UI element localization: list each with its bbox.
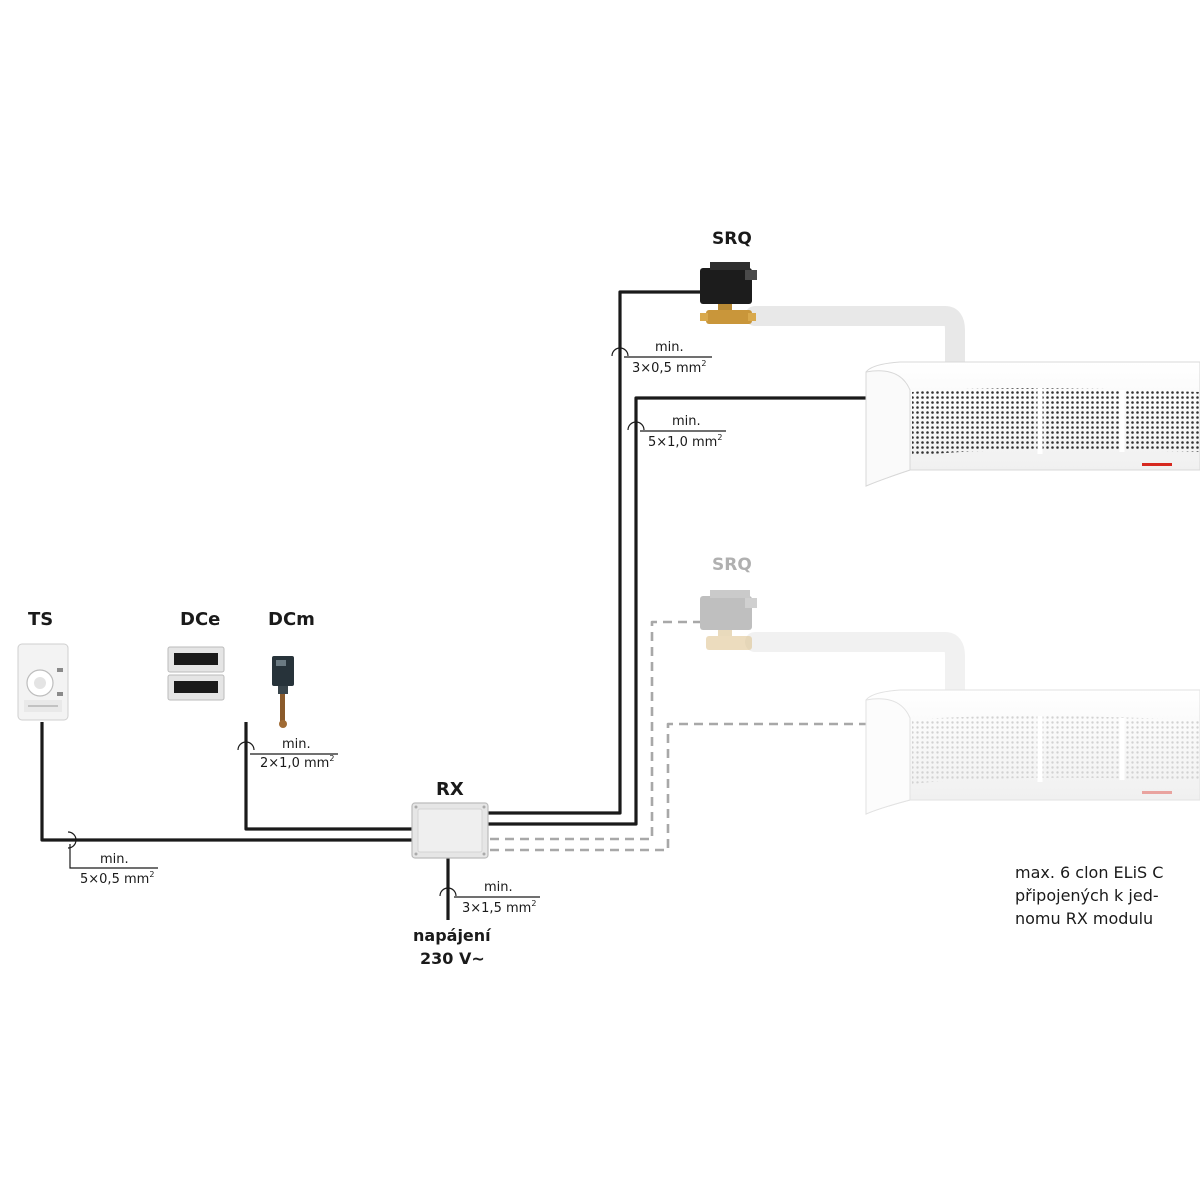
note-line3: nomu RX modulu [1015, 909, 1153, 928]
cable-rx-curtain [488, 396, 866, 826]
note-line1: max. 6 clon ELiS C [1015, 863, 1163, 882]
spec-rx-srq-min: min. [655, 340, 684, 355]
spec-rx-curtain-min: min. [672, 414, 701, 429]
spec-ts-rx: min. 5×0,5 mm2 [67, 831, 158, 887]
spec-ts-rx-min: min. [100, 852, 129, 867]
pipe-upper [745, 306, 965, 378]
air-curtain-unit-icon [865, 361, 1200, 487]
door-contact-electronic-icon [167, 646, 225, 701]
spec-power-rx: min. 3×1,5 mm2 [439, 880, 540, 916]
spec-rx-curtain-value: 5×1,0 mm [648, 435, 717, 450]
spec-ts-rx-value: 5×0,5 mm [80, 872, 149, 887]
spec-rx-srq: min. 3×0,5 mm2 [611, 340, 712, 376]
label-srq-optional: SRQ [712, 555, 752, 575]
cable-rx-srq [488, 290, 700, 815]
spec-dcm-rx-sup: 2 [329, 754, 334, 763]
door-contact-mechanical-icon [272, 656, 294, 728]
label-srq-active: SRQ [712, 229, 752, 249]
pipe-lower [745, 632, 965, 706]
spec-dcm-rx-min: min. [282, 737, 311, 752]
spec-rx-curtain-sup: 2 [717, 433, 722, 442]
cable-dcm-rx [244, 722, 412, 831]
cable-optional-srq [490, 620, 700, 841]
rx-module-box-icon [411, 802, 489, 859]
spec-power-rx-min: min. [484, 880, 513, 895]
svg-text:5×1,0 mm2: 5×1,0 mm2 [648, 433, 722, 450]
spec-rx-srq-value: 3×0,5 mm [632, 361, 701, 376]
label-dce: DCe [180, 609, 220, 630]
svg-text:2×1,0 mm2: 2×1,0 mm2 [260, 754, 334, 771]
spec-dcm-rx-value: 2×1,0 mm [260, 756, 329, 771]
thermostat-icon [17, 643, 69, 721]
label-rx: RX [436, 779, 464, 800]
spec-rx-curtain: min. 5×1,0 mm2 [627, 414, 726, 450]
spec-dcm-rx: min. 2×1,0 mm2 [237, 737, 338, 771]
spec-power-rx-value: 3×1,5 mm [462, 901, 531, 916]
cable-optional-curtain [490, 722, 866, 852]
valve-actuator-icon [700, 262, 757, 324]
svg-text:3×0,5 mm2: 3×0,5 mm2 [632, 359, 706, 376]
label-power-line1: napájení [413, 926, 492, 945]
spec-rx-srq-sup: 2 [701, 359, 706, 368]
air-curtain-optional-icon [865, 689, 1200, 815]
note-line2: připojených k jed- [1015, 886, 1159, 905]
svg-text:3×1,5 mm2: 3×1,5 mm2 [462, 899, 536, 916]
spec-power-rx-sup: 2 [531, 899, 536, 908]
label-dcm: DCm [268, 609, 315, 630]
valve-actuator-optional-icon [700, 590, 757, 650]
cable-ts-rx [40, 722, 412, 842]
label-ts: TS [28, 609, 53, 630]
svg-text:5×0,5 mm2: 5×0,5 mm2 [80, 870, 154, 887]
spec-ts-rx-sup: 2 [149, 870, 154, 879]
label-power-line2: 230 V~ [420, 949, 485, 968]
